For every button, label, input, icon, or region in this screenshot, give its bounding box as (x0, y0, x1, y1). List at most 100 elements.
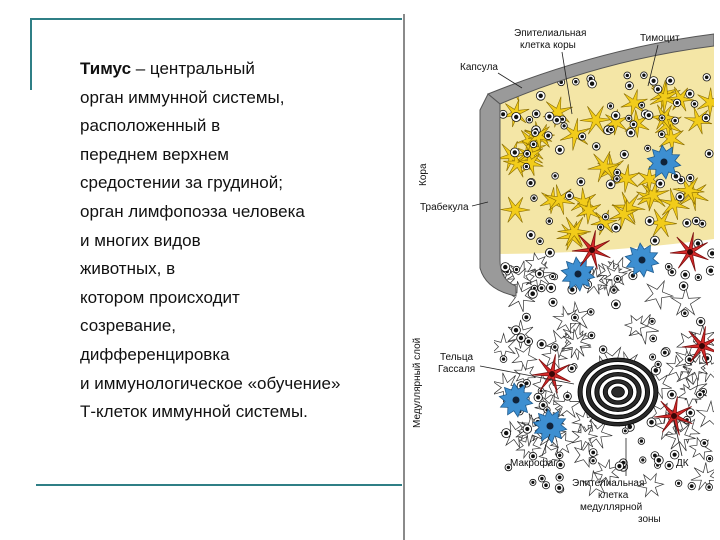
macrophage-nucleus (546, 422, 554, 430)
label-cortex: Кора (418, 163, 429, 186)
thymocyte-nucleus (531, 480, 535, 484)
thymocyte-nucleus (617, 464, 622, 469)
thymocyte-nucleus (651, 78, 656, 83)
thymocyte-nucleus (551, 300, 555, 305)
thymocyte-nucleus (662, 350, 667, 355)
definition-line-6: орган лимфопоэза человека (80, 201, 305, 221)
thymocyte-nucleus (601, 347, 605, 352)
thymocyte-nucleus (514, 267, 519, 272)
thymocyte-nucleus (684, 221, 689, 225)
cortical-epithelial-cell (500, 196, 531, 223)
dendritic-nucleus (687, 249, 693, 255)
label-thymocyte: Тимоцит (640, 33, 680, 44)
thymocyte-nucleus (695, 241, 701, 246)
thymocyte-nucleus (660, 116, 664, 120)
thymocyte-nucleus (589, 81, 595, 86)
thymocyte-nucleus (689, 484, 694, 488)
label-epithelial-medulla-line4: зоны (638, 514, 661, 525)
thymocyte-nucleus (625, 73, 629, 78)
definition-line-13: Т-клеток иммунной системы. (80, 402, 308, 422)
thymocyte-nucleus (512, 150, 517, 155)
thymocyte-nucleus (709, 251, 714, 256)
thymocyte-nucleus (613, 302, 619, 307)
medullary-epithelial-cell (664, 422, 696, 452)
label-hassall-line1: Тельца (440, 352, 474, 363)
dendritic-nucleus (699, 343, 705, 349)
thymocyte-nucleus (540, 476, 544, 481)
thymocyte-nucleus (649, 420, 654, 425)
thymocyte-nucleus (708, 268, 714, 273)
thymocyte-nucleus (525, 426, 530, 432)
thymocyte-nucleus (503, 264, 508, 270)
thymocyte-nucleus (532, 196, 536, 200)
thymocyte-nucleus (530, 291, 535, 297)
thymocyte-nucleus (613, 225, 619, 230)
label-trabecula: Трабекула (420, 201, 469, 213)
thymocyte-nucleus (655, 87, 660, 92)
macrophage-nucleus (660, 158, 668, 166)
thymocyte-nucleus (615, 170, 619, 175)
medullary-epithelial-cell (696, 354, 714, 383)
thymocyte-nucleus (670, 270, 674, 274)
leader-epithelial-cortex (561, 51, 573, 115)
cortical-epithelial-cell (559, 118, 591, 151)
thymocyte-nucleus (641, 458, 645, 462)
thymocyte-nucleus (687, 91, 692, 96)
thymocyte-nucleus (608, 104, 613, 108)
thymocyte-nucleus (675, 101, 679, 105)
thymocyte-nucleus (547, 250, 553, 255)
cortical-epithelial-cell (609, 199, 639, 230)
thymocyte-nucleus (536, 395, 541, 400)
medullary-epithelial-cell (593, 459, 620, 486)
frame-line-bottom (36, 484, 406, 486)
label-hassall-line2: Гассаля (438, 364, 475, 375)
cortical-epithelial-cell (557, 216, 592, 247)
medullary-epithelial-cell (669, 285, 702, 316)
thymocyte-nucleus (570, 287, 575, 292)
definition-line-7: и многих видов (80, 230, 201, 250)
thymocyte-nucleus (615, 277, 620, 281)
hassall-corpuscle-ring (611, 386, 625, 398)
thymocyte-nucleus (574, 80, 578, 84)
thymocyte-nucleus (677, 481, 681, 485)
thymocyte-nucleus (702, 441, 707, 445)
thymocyte-nucleus (591, 459, 595, 463)
frame-line-vertical (30, 18, 32, 90)
tissue-cells (494, 71, 714, 498)
dendritic-nucleus (671, 413, 677, 419)
label-dc: ДК (676, 458, 689, 469)
cortical-epithelial-cell (636, 178, 670, 212)
label-capsule: Капсула (460, 62, 498, 73)
thymocyte-nucleus (622, 152, 627, 157)
trabecula (479, 93, 517, 297)
leader-dc (673, 419, 683, 457)
thymocyte-nucleus (642, 73, 646, 77)
thymocyte-nucleus (639, 439, 644, 443)
thymocyte-nucleus (580, 134, 584, 139)
thymocyte-nucleus (613, 113, 618, 118)
thymocyte-nucleus (554, 118, 559, 123)
thymocyte-nucleus (553, 174, 557, 178)
medullary-epithelial-cell (552, 305, 582, 335)
thymocyte-nucleus (567, 193, 572, 198)
label-epithelial-medulla-line1: Эпителиальная (572, 478, 644, 489)
cortical-epithelial-cell (666, 86, 694, 112)
dendritic-nucleus (549, 371, 555, 377)
thymocyte-nucleus (544, 483, 548, 488)
thymocyte-nucleus (518, 335, 524, 341)
thymus-diagram: Эпителиальная клетка коры Тимоцит Капсул… (402, 14, 714, 540)
thymocyte-nucleus (707, 151, 712, 156)
definition-line-4: переднем верхнем (80, 144, 229, 164)
thymocyte-nucleus (506, 465, 511, 470)
thymocyte-nucleus (539, 341, 544, 347)
leader-hassall (479, 365, 575, 385)
thymocyte-nucleus (599, 225, 603, 229)
macrophage-nucleus (574, 270, 582, 278)
medullary-epithelial-cell (695, 399, 714, 429)
thymocyte-nucleus (594, 144, 599, 149)
thymocyte-nucleus (501, 357, 506, 361)
thymocyte-nucleus (560, 117, 565, 121)
thymocyte-nucleus (547, 114, 552, 119)
thymocyte-nucleus (528, 232, 533, 238)
medullary-epithelial-cell (552, 390, 582, 419)
